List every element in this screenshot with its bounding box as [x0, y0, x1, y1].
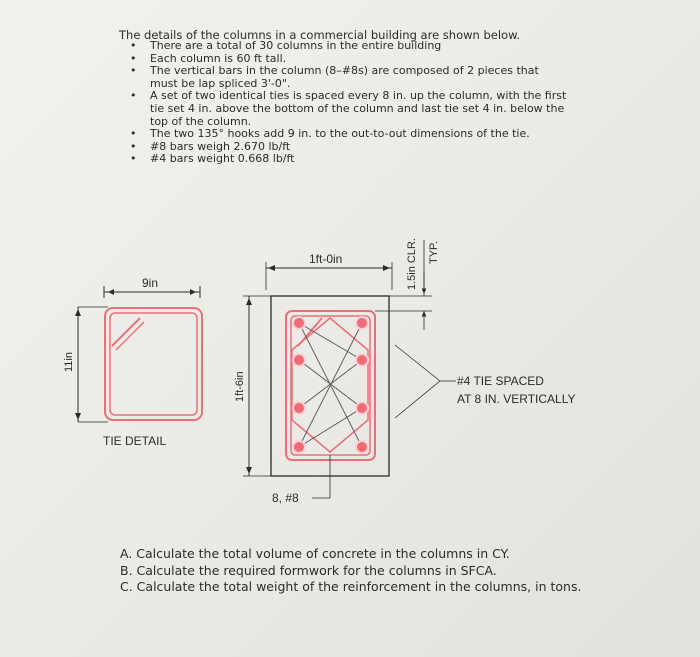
bullet-item: A set of two identical ties is spaced ev… [130, 90, 566, 128]
column-width-label: 1ft-0in [309, 252, 342, 266]
bullet-text: #8 bars weigh 2.670 lb/ft [150, 139, 291, 153]
intro-text: The details of the columns in a commerci… [119, 28, 521, 42]
rebar-bar [355, 401, 369, 415]
rebar-bar [292, 440, 306, 454]
bullet-list: There are a total of 30 columns in the e… [130, 39, 566, 166]
bullet-item: The two 135° hooks add 9 in. to the out-… [130, 127, 566, 141]
cross-lines [298, 322, 363, 448]
rebar-bar [292, 316, 306, 330]
tie-outer [285, 310, 376, 461]
bullet-text: There are a total of 30 columns in the e… [150, 39, 442, 52]
rebar-set [292, 316, 369, 454]
bullet-item: Each column is 60 ft tall. [130, 51, 566, 66]
question-item: B. Calculate the required formwork for t… [120, 562, 497, 578]
column-section: 1ft-0in 1ft-6in [234, 238, 576, 505]
bullet-item: #8 bars weigh 2.670 lb/ft [130, 139, 566, 154]
bullet-text: must be lap spliced 3'-0". [150, 76, 291, 90]
leader-line [394, 344, 441, 382]
tie-spacing-note: AT 8 IN. VERTICALLY [457, 392, 576, 406]
column-height-label: 1ft-6in [234, 371, 246, 402]
tie-spacing-note: #4 TIE SPACED [457, 374, 544, 388]
bullet-text: A set of two identical ties is spaced ev… [150, 89, 567, 103]
typ-label: TYP. [428, 241, 440, 264]
tie-inner [290, 315, 371, 456]
tie-hook [111, 317, 141, 347]
question-list: A. Calculate the total volume of concret… [120, 546, 581, 596]
bullet-text: Each column is 60 ft tall. [150, 51, 287, 65]
tie-hook [115, 321, 145, 351]
tie-diamond [291, 317, 369, 453]
tie-width-label: 9in [142, 276, 158, 290]
tie-detail: 9in 11in TIE DETAIL [63, 276, 203, 448]
tie-outline-outer [104, 307, 203, 421]
rebar-bar [355, 353, 369, 367]
rebar-bar [355, 316, 369, 330]
leader-line [394, 380, 441, 419]
tie-detail-caption: TIE DETAIL [103, 434, 166, 448]
tie-height-label: 11in [63, 352, 75, 372]
bullet-text: The vertical bars in the column (8–#8s) … [150, 64, 539, 78]
tie-outline-inner [109, 312, 198, 416]
bullet-item: The vertical bars in the column (8–#8s) … [130, 65, 566, 90]
bullet-text: tie set 4 in. above the bottom of the co… [150, 101, 565, 115]
rebar-bar [355, 440, 369, 454]
rebar-bar [292, 401, 306, 415]
rebar-bar [292, 353, 306, 367]
bullet-item: #4 bars weight 0.668 lb/ft [130, 153, 566, 166]
bars-label: 8, #8 [272, 491, 299, 505]
bullet-text: The two 135° hooks add 9 in. to the out-… [150, 127, 530, 141]
clear-cover-label: 1.5in CLR. [406, 238, 418, 290]
tie-hook [297, 317, 323, 347]
bullet-text: #4 bars weight 0.668 lb/ft [150, 152, 295, 166]
bullet-item: There are a total of 30 columns in the e… [130, 39, 566, 53]
bullet-text: top of the column. [150, 114, 252, 128]
question-item: A. Calculate the total volume of concret… [120, 546, 510, 561]
question-item: C. Calculate the total weight of the rei… [120, 579, 582, 594]
